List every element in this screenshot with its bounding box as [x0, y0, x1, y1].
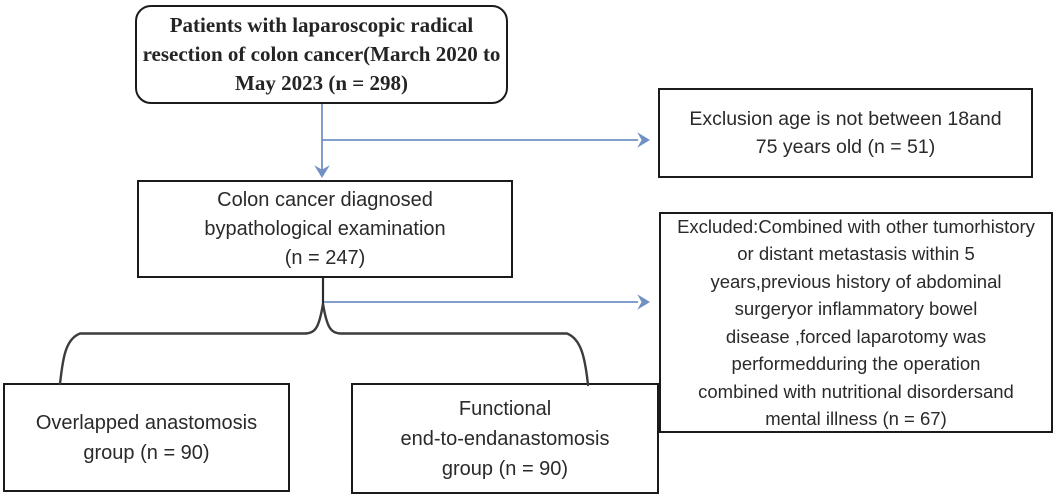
right-arrow-top-icon	[637, 132, 650, 148]
box-group-overlapped: Overlapped anastomosis group (n = 90)	[3, 383, 290, 492]
group-overlapped-text: Overlapped anastomosis group (n = 90)	[35, 411, 258, 464]
box-group-functional: Functional end-to-endanastomosis group (…	[351, 383, 659, 494]
box-exclusion-age: Exclusion age is not between 18and 75 ye…	[658, 88, 1033, 178]
group-functional-text: Functional end-to-endanastomosis group (…	[400, 397, 610, 480]
enrollment-text: Patients with laparoscopic radical resec…	[142, 13, 501, 95]
excluded-other-text: Excluded:Combined with other tumorhistor…	[677, 215, 1035, 430]
split-brace	[58, 303, 590, 387]
box-diagnosis: Colon cancer diagnosed bypathological ex…	[137, 180, 513, 278]
box-enrollment: Patients with laparoscopic radical resec…	[135, 5, 508, 104]
down-arrow-icon	[314, 165, 330, 178]
diagnosis-text: Colon cancer diagnosed bypathological ex…	[204, 188, 446, 269]
right-arrow-bottom-icon	[637, 294, 650, 310]
exclusion-age-text: Exclusion age is not between 18and 75 ye…	[689, 108, 1002, 158]
box-excluded-other: Excluded:Combined with other tumorhistor…	[659, 212, 1053, 433]
